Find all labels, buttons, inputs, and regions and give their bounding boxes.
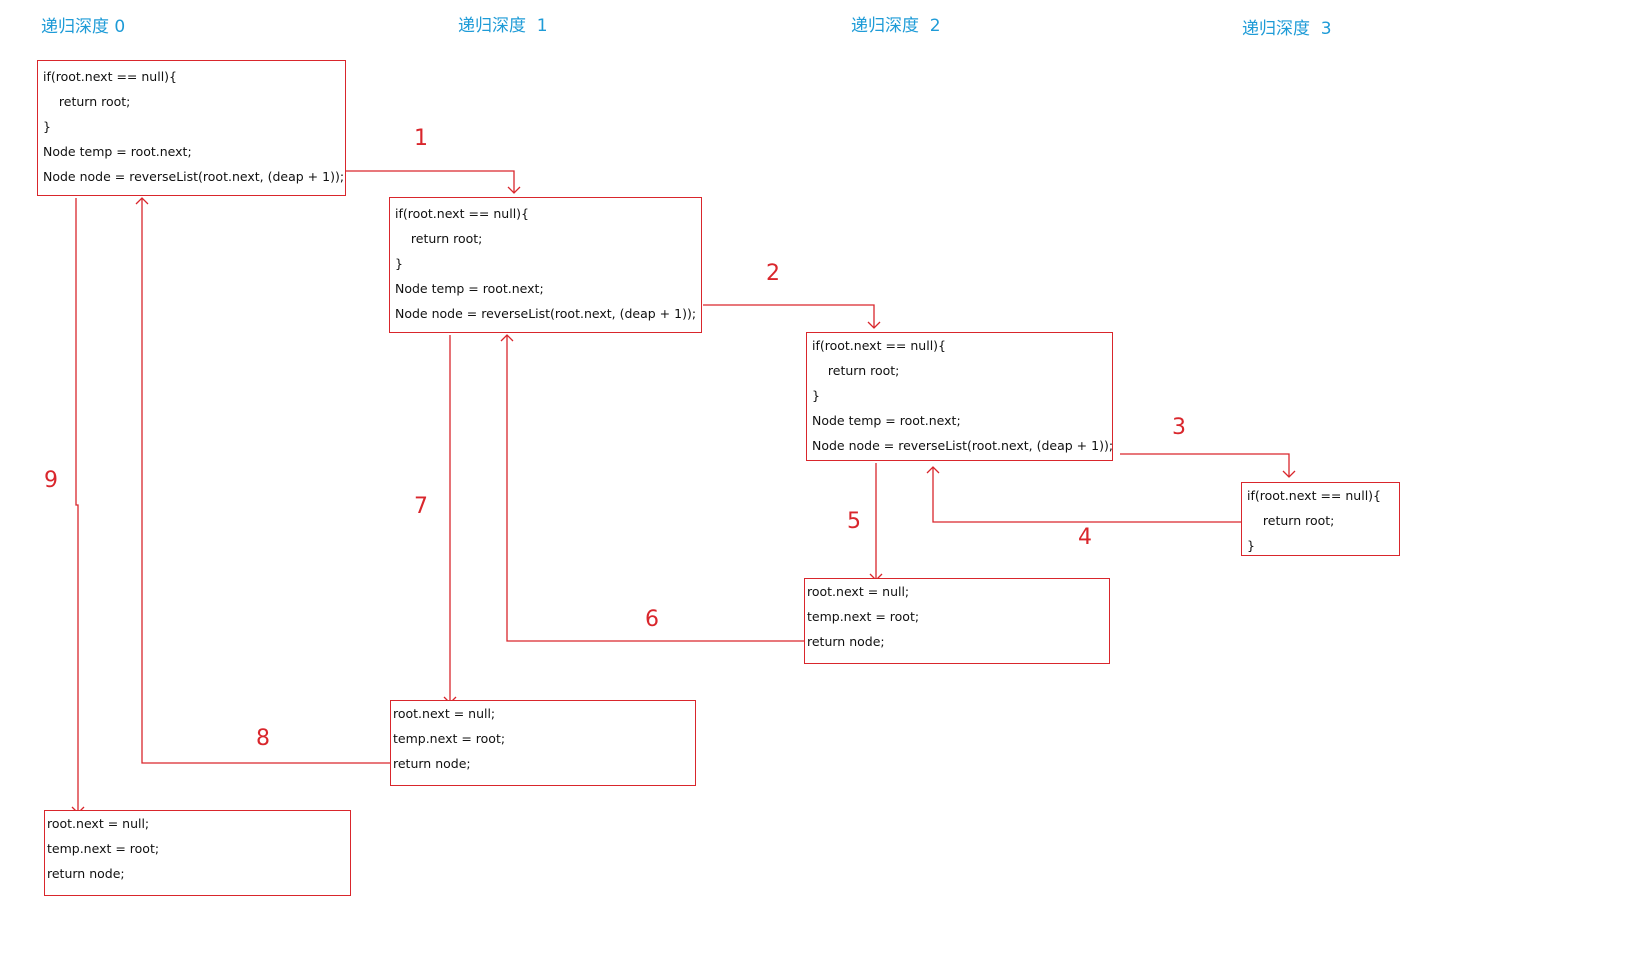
code-line: Node temp = root.next; [395,281,544,296]
arrow-step-3 [1120,453,1296,478]
return-box-depth-0: root.next = null; temp.next = root; retu… [44,810,351,896]
code-line: return root; [395,231,483,246]
code-line: temp.next = root; [393,731,506,746]
step-number-2: 2 [766,261,780,286]
code-line: Node node = reverseList(root.next, (deap… [43,169,345,184]
code-line: Node temp = root.next; [43,144,192,159]
arrow-step-9 [71,198,85,814]
code-line: if(root.next == null){ [395,206,529,221]
depth-header-2: 递归深度 2 [851,16,941,36]
code-line: if(root.next == null){ [812,338,946,353]
arrow-step-8 [135,197,390,764]
base-box-depth-3: if(root.next == null){ return root; } [1241,482,1400,556]
code-line: } [1247,538,1255,553]
code-line: return root; [43,94,131,109]
code-line: Node node = reverseList(root.next, (deap… [812,438,1114,453]
step-number-5: 5 [847,509,861,534]
arrow-step-2 [703,304,881,329]
call-box-depth-2: if(root.next == null){ return root; } No… [806,332,1113,461]
call-box-depth-1: if(root.next == null){ return root; } No… [389,197,702,333]
code-line: if(root.next == null){ [1247,488,1381,503]
arrow-step-4 [926,466,1243,523]
step-number-4: 4 [1078,525,1092,550]
step-number-3: 3 [1172,415,1186,440]
step-number-6: 6 [645,607,659,632]
arrow-step-6 [500,334,805,642]
code-line: if(root.next == null){ [43,69,177,84]
return-box-depth-1: root.next = null; temp.next = root; retu… [390,700,696,786]
code-line: return node; [807,634,885,649]
depth-header-3: 递归深度 3 [1242,19,1332,39]
depth-header-0: 递归深度 0 [41,17,126,37]
code-line: return node; [47,866,125,881]
code-line: root.next = null; [47,816,150,831]
code-line: } [43,119,51,134]
step-number-9: 9 [44,468,58,493]
code-line: return node; [393,756,471,771]
code-line: root.next = null; [807,584,910,599]
code-line: return root; [812,363,900,378]
return-box-depth-2: root.next = null; temp.next = root; retu… [804,578,1110,664]
step-number-1: 1 [414,126,428,151]
step-number-7: 7 [414,494,428,519]
code-line: } [812,388,820,403]
call-box-depth-0: if(root.next == null){ return root; } No… [37,60,346,196]
step-number-8: 8 [256,726,270,751]
code-line: root.next = null; [393,706,496,721]
code-line: temp.next = root; [47,841,160,856]
code-line: return root; [1247,513,1335,528]
code-line: } [395,256,403,271]
arrow-step-1 [330,170,521,194]
code-line: Node temp = root.next; [812,413,961,428]
depth-header-1: 递归深度 1 [458,16,548,36]
code-line: temp.next = root; [807,609,920,624]
code-line: Node node = reverseList(root.next, (deap… [395,306,697,321]
